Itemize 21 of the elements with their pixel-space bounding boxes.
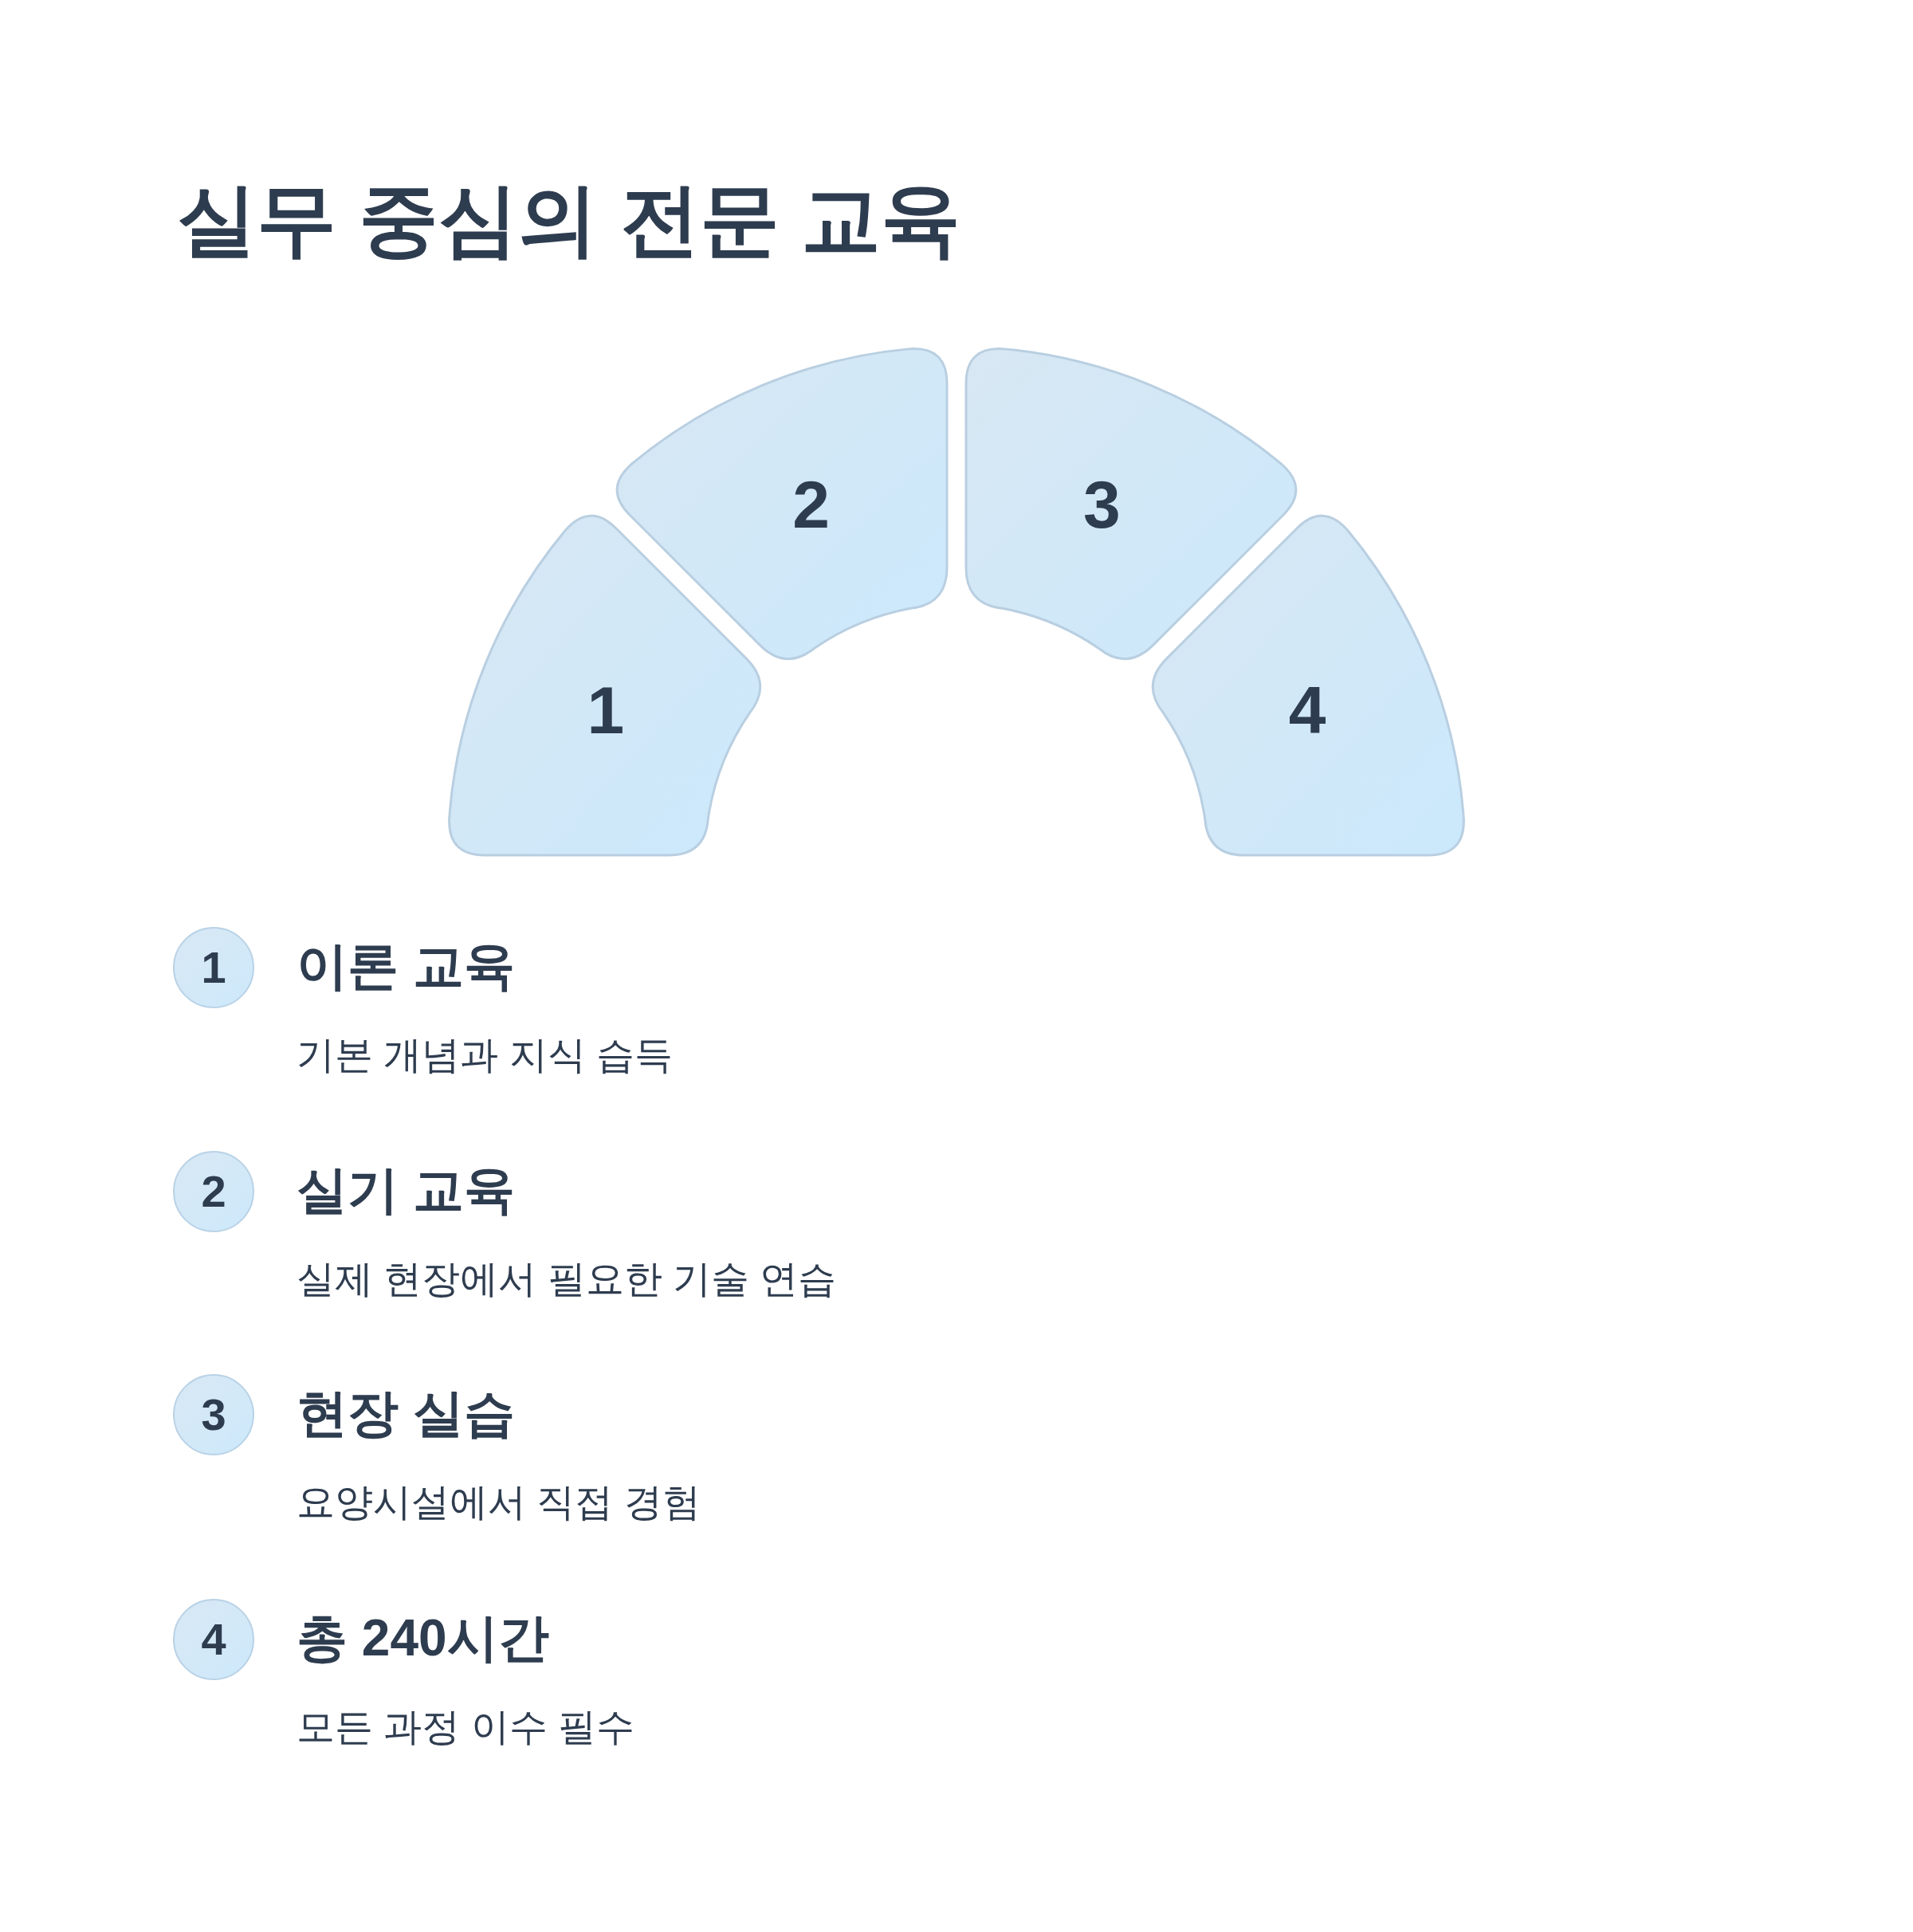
step-heading: 이론 교육 xyxy=(297,937,515,996)
title: 실무 중심의 전문 교육 xyxy=(177,174,961,265)
segment-number: 2 xyxy=(792,470,830,538)
segment-number: 4 xyxy=(1288,676,1326,744)
step-heading: 실기 교육 xyxy=(297,1160,515,1220)
step-description: 모든 과정 이수 필수 xyxy=(297,1705,634,1749)
arc-segment xyxy=(615,347,949,661)
circle-number: 1 xyxy=(201,945,226,990)
circle-number: 4 xyxy=(201,1617,226,1662)
step-description: 실제 현장에서 필요한 기술 연습 xyxy=(297,1257,837,1302)
arc-segment xyxy=(964,347,1298,661)
step-description: 기본 개념과 지식 습득 xyxy=(297,1033,673,1078)
step-heading: 현장 실습 xyxy=(297,1384,515,1443)
arc-segment xyxy=(447,514,762,857)
segment-number: 1 xyxy=(587,676,625,744)
step-heading: 총 240시간 xyxy=(297,1608,549,1668)
arc-segment xyxy=(1151,514,1466,857)
circle-number: 2 xyxy=(201,1169,226,1214)
segment-number: 3 xyxy=(1083,470,1121,538)
circle-number: 3 xyxy=(201,1392,226,1437)
step-description: 요양시설에서 직접 경험 xyxy=(297,1480,701,1525)
